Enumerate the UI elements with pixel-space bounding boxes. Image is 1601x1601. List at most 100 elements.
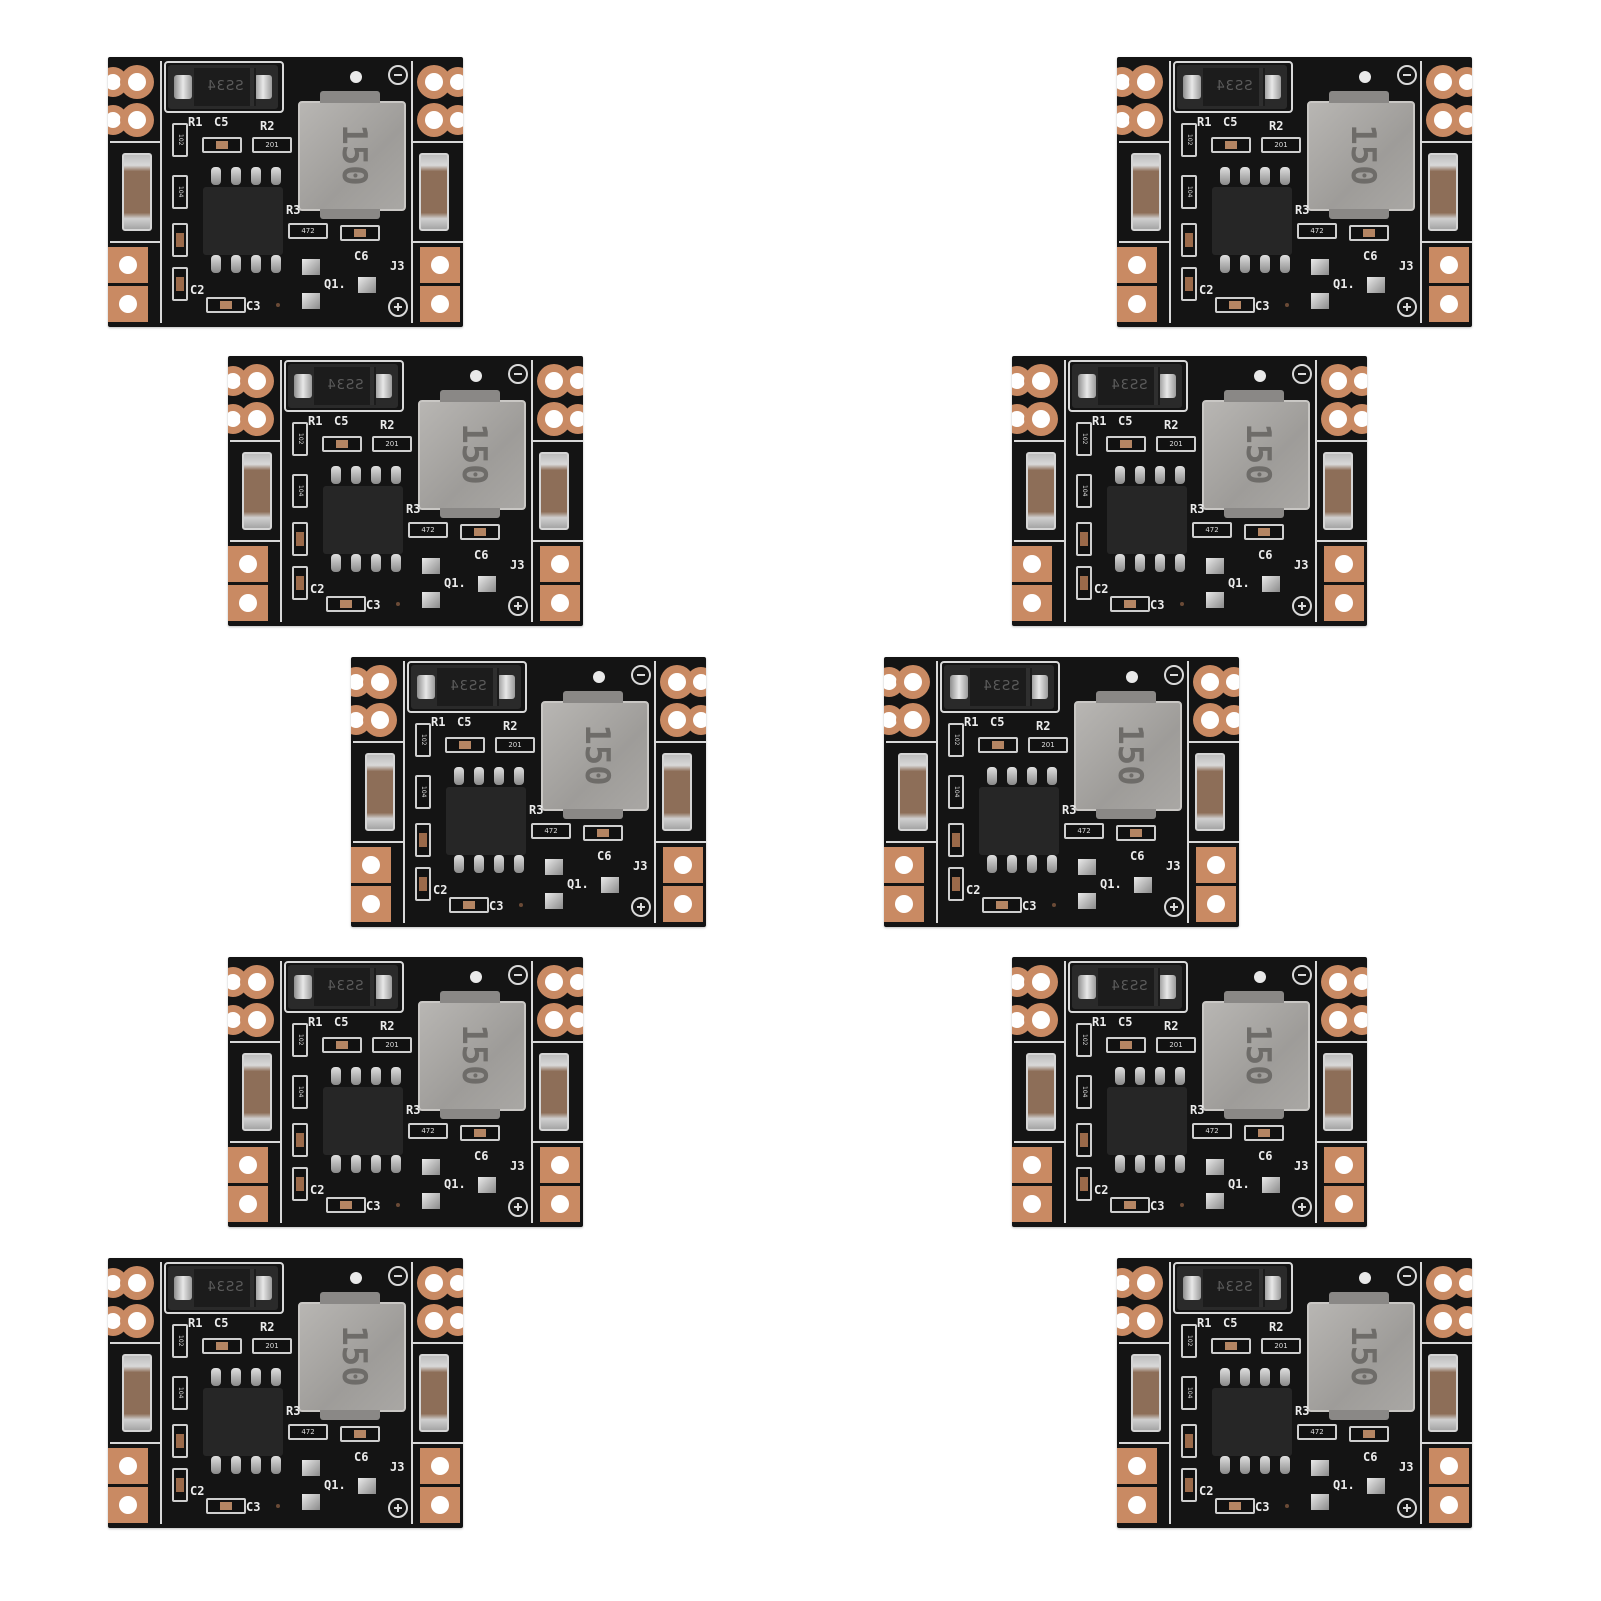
resistor-r3: 472 <box>531 823 571 839</box>
ic-pin <box>1155 1155 1165 1173</box>
fiducial-dot <box>470 370 482 382</box>
silkscreen-line <box>654 661 656 923</box>
regulator-ic <box>1107 1087 1187 1155</box>
power-inductor: 150 <box>1074 691 1182 819</box>
silkscreen-line <box>110 141 160 143</box>
schottky-diode: SS34 <box>1072 965 1182 1009</box>
copper-pad <box>1117 286 1157 322</box>
copper-pad <box>1117 1448 1157 1484</box>
silkscreen-line <box>1315 961 1317 1223</box>
silkscreen-line <box>413 1342 463 1344</box>
capacitor <box>948 823 964 857</box>
ic-pin <box>474 855 484 873</box>
ic-pin <box>1220 1456 1230 1474</box>
power-inductor: 150 <box>298 1292 406 1420</box>
ic-pin <box>211 1368 221 1386</box>
ic-pin <box>1260 167 1270 185</box>
copper-pad <box>1024 364 1058 398</box>
label-q1: Q1. <box>324 277 346 291</box>
ic-pin <box>514 855 524 873</box>
silkscreen-line <box>1420 1262 1422 1524</box>
fiducial-dot <box>1359 1272 1371 1284</box>
copper-pad <box>1012 1186 1052 1222</box>
copper-pad <box>420 247 460 283</box>
ic-pin <box>1115 466 1125 484</box>
copper-pad <box>884 847 924 883</box>
inductor-marking: 150 <box>1343 124 1383 186</box>
diode-marking: SS34 <box>437 668 499 706</box>
label-r1: R1 <box>308 414 323 428</box>
transistor-pad <box>545 859 563 875</box>
capacitor <box>292 522 308 556</box>
label-j3: J3 <box>1294 1159 1309 1173</box>
fiducial-dot <box>350 71 362 83</box>
capacitor-c6 <box>1116 825 1156 841</box>
label-r3: R3 <box>1190 502 1205 516</box>
transistor-pad <box>478 576 496 592</box>
resistor-r3: 472 <box>408 522 448 538</box>
transistor-pad <box>1206 558 1224 574</box>
label-q1: Q1. <box>1228 1177 1250 1191</box>
silkscreen-line <box>533 540 583 542</box>
resistor-r3: 472 <box>1192 522 1232 538</box>
label-c3: C3 <box>246 1500 261 1514</box>
capacitor-c5 <box>1211 137 1251 153</box>
transistor-pad <box>478 1177 496 1193</box>
silkscreen-line <box>413 241 463 243</box>
resistor-r3: 472 <box>408 1123 448 1139</box>
silkscreen-line <box>1317 440 1367 442</box>
silkscreen-line <box>1014 1041 1064 1043</box>
ic-pin <box>987 855 997 873</box>
power-inductor: 150 <box>1307 1292 1415 1420</box>
label-c3: C3 <box>1150 598 1165 612</box>
ic-pin <box>1220 255 1230 273</box>
pcb-module-5: SS34 150 R1 C5 R2 R3 C6 J3 Q1. C2 C3 201… <box>351 657 706 927</box>
silkscreen-line <box>1064 961 1066 1223</box>
inductor-marking: 150 <box>334 124 374 186</box>
copper-pad <box>351 886 391 922</box>
output-capacitor <box>1195 753 1225 831</box>
copper-pad <box>686 705 706 735</box>
ic-pin <box>1240 1456 1250 1474</box>
label-c6: C6 <box>597 849 612 863</box>
capacitor-c3 <box>1110 596 1150 612</box>
capacitor-c3 <box>326 1197 366 1213</box>
minus-polarity-icon <box>388 65 408 85</box>
diode-outline <box>940 661 1060 713</box>
copper-pad <box>540 546 580 582</box>
capacitor <box>172 223 188 257</box>
resistor-r3: 472 <box>288 223 328 239</box>
capacitor-c5 <box>978 737 1018 753</box>
capacitor <box>415 823 431 857</box>
silkscreen-line <box>280 360 282 622</box>
ic-pin <box>1280 1456 1290 1474</box>
minus-polarity-icon <box>631 665 651 685</box>
ic-pin <box>1115 554 1125 572</box>
via <box>519 903 523 907</box>
resistor-r2: 201 <box>1028 737 1068 753</box>
fiducial-dot <box>1254 971 1266 983</box>
plus-polarity-icon <box>1292 1197 1312 1217</box>
label-r2: R2 <box>1269 1320 1284 1334</box>
label-c5: C5 <box>1223 1316 1238 1330</box>
pcb-module-1: SS34 150 R1 C5 R2 R3 C6 J3 Q1. C2 C3 201… <box>108 57 463 327</box>
resistor: 104 <box>172 175 188 209</box>
copper-pad <box>228 1186 268 1222</box>
input-capacitor <box>122 153 152 231</box>
ic-pin <box>454 767 464 785</box>
silkscreen-line <box>533 440 583 442</box>
resistor: 102 <box>1076 422 1092 456</box>
capacitor-c2 <box>292 1167 308 1201</box>
silkscreen-line <box>1315 360 1317 622</box>
capacitor-c5 <box>1106 1037 1146 1053</box>
ic-pin <box>1280 167 1290 185</box>
label-j3: J3 <box>1294 558 1309 572</box>
input-capacitor <box>898 753 928 831</box>
transistor-pad <box>1206 1193 1224 1209</box>
copper-pad <box>420 1448 460 1484</box>
plus-polarity-icon <box>508 1197 528 1217</box>
schottky-diode: SS34 <box>288 364 398 408</box>
ic-pin <box>371 466 381 484</box>
resistor: 104 <box>948 775 964 809</box>
transistor-pad <box>358 1478 376 1494</box>
